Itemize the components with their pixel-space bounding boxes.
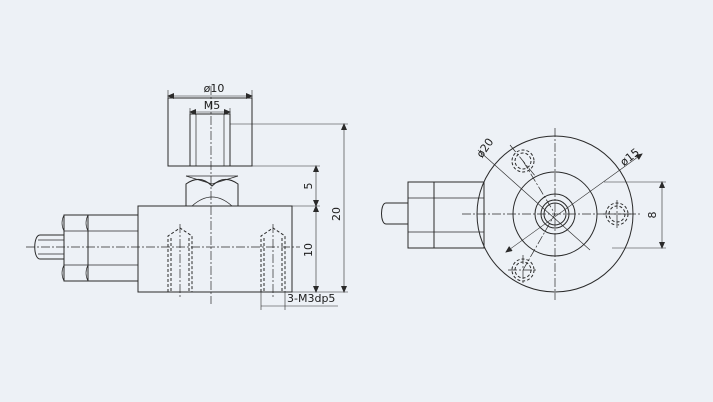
- side-load-button-neck: [172, 165, 252, 207]
- dim-label-8: 8: [646, 212, 659, 219]
- dim-label-5: 5: [302, 183, 315, 190]
- dim-label-10: 10: [302, 243, 315, 257]
- side-view: ø10 M5 5 10 20: [26, 82, 348, 310]
- dim-20: 20: [330, 123, 347, 293]
- dim-label-m5: M5: [204, 99, 221, 112]
- dim-label-3-m3dp5: 3-M3dp5: [287, 292, 335, 305]
- front-cable-gland: [407, 181, 485, 249]
- dim-phi20: ø20: [474, 136, 591, 251]
- front-bolt-holes: [511, 149, 629, 282]
- front-cable: [381, 202, 408, 225]
- side-cable-gland: [61, 214, 139, 282]
- dim-label-phi15: ø15: [618, 146, 642, 169]
- side-main-body: [137, 205, 293, 293]
- dim-label-phi10: ø10: [204, 82, 225, 95]
- front-view: ø20 ø15 8: [381, 128, 666, 300]
- dim-label-phi20: ø20: [474, 136, 497, 160]
- dim-label-20: 20: [330, 207, 343, 221]
- dim-8: 8: [604, 181, 666, 249]
- dim-phi10: ø10: [167, 82, 253, 99]
- dim-3-m3dp5: 3-M3dp5: [260, 292, 338, 310]
- dim-10: 10: [302, 205, 319, 293]
- dim-m5: M5: [189, 99, 231, 115]
- dim-5: 5: [302, 165, 319, 207]
